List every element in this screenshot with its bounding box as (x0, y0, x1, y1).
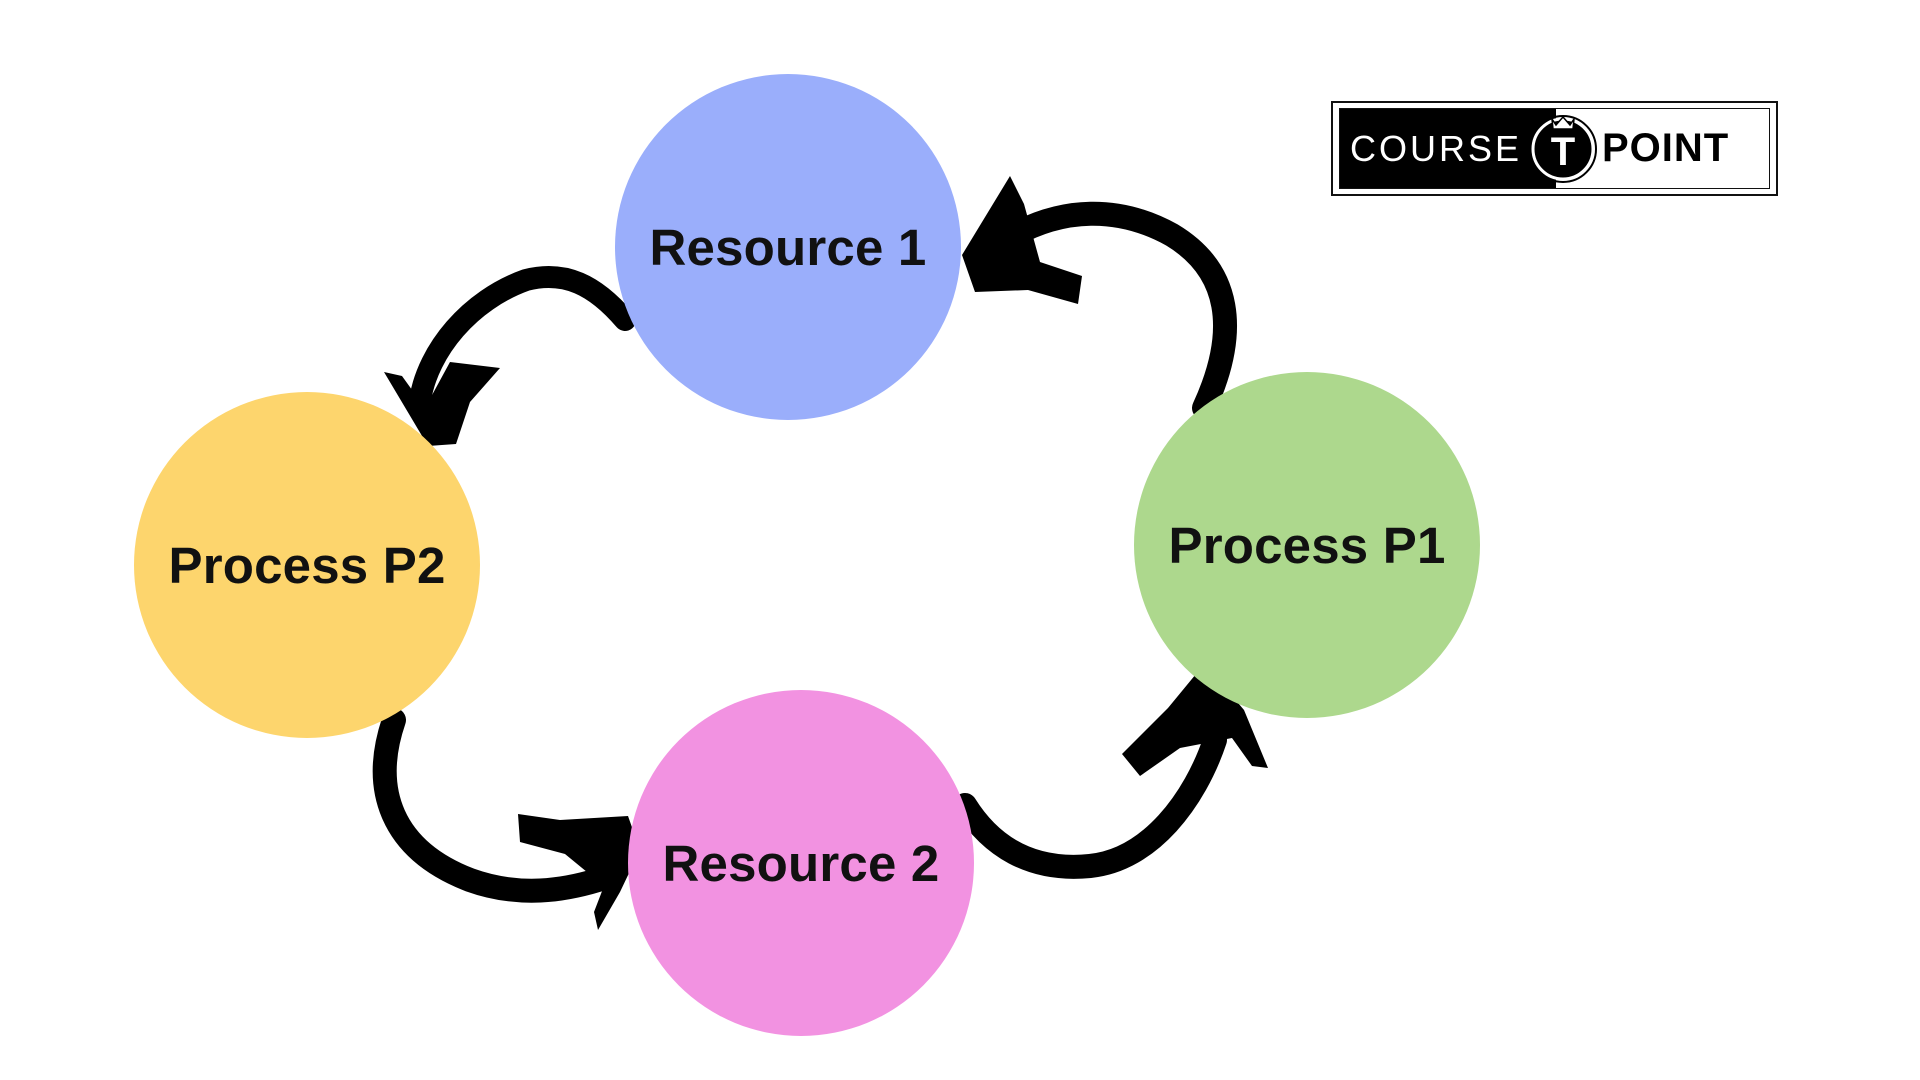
resource-1-label: Resource 1 (649, 218, 927, 276)
arrow-p1-to-r1 (962, 176, 1237, 420)
arrow-r1-to-p2 (384, 266, 636, 446)
process-p1-node: Process P1 (1134, 372, 1480, 718)
logo-right-text: POINT (1602, 126, 1730, 170)
process-p2-node: Process P2 (134, 392, 480, 738)
coursetpoint-logo: COURSE T POINT (1331, 101, 1778, 196)
arrow-p2-to-r2 (372, 708, 640, 930)
process-p2-label: Process P2 (168, 536, 446, 594)
logo-left-text: COURSE (1340, 109, 1556, 188)
resource-2-node: Resource 2 (628, 690, 974, 1036)
resource-2-label: Resource 2 (662, 834, 940, 892)
process-p1-label: Process P1 (1168, 516, 1446, 574)
arrow-r2-to-p1 (953, 674, 1268, 879)
resource-1-node: Resource 1 (615, 74, 961, 420)
logo-badge-letter: T (1551, 130, 1575, 174)
logo-crown-badge-icon: T (1529, 115, 1597, 183)
